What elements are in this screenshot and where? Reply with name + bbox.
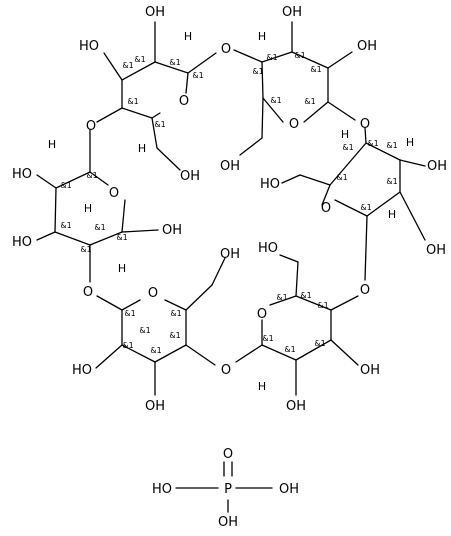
stereo-mark-label: &1 [317, 301, 328, 310]
hydroxyl-label: OH [282, 5, 302, 20]
stereo-mark-label: &1 [80, 245, 91, 254]
stereo-mark-label: &1 [284, 345, 295, 354]
hydroxyl-label: HO [12, 167, 32, 182]
phosphate-hydroxyl-label: OH [279, 482, 299, 497]
hydroxyl-label: HO [12, 235, 32, 250]
hydroxyl-label: HO [79, 39, 99, 54]
hydroxyl-label: OH [145, 399, 165, 414]
hydroxyl-label: OH [426, 243, 446, 258]
hydroxyl-label: HO [260, 177, 280, 192]
glycosidic-oxygen-label: O [221, 42, 231, 57]
stereo-mark-label: &1 [294, 51, 305, 60]
hydroxyl-label: OH [357, 39, 377, 54]
hydroxyl-label: OH [180, 169, 200, 184]
hydrogen-label: H [406, 136, 414, 149]
stereo-mark-label: &1 [154, 120, 165, 129]
stereo-mark-label: &1 [386, 141, 397, 150]
hydrogen-label: H [388, 208, 396, 221]
stereo-mark-label: &1 [122, 341, 133, 350]
hydrogen-label: H [138, 142, 146, 155]
stereo-mark-label: &1 [170, 309, 181, 318]
stereo-mark-label: &1 [360, 203, 371, 212]
stereo-mark-label: &1 [367, 139, 378, 148]
stereo-mark-label: &1 [139, 326, 150, 335]
stereo-mark-label: &1 [127, 97, 138, 106]
stereo-mark-label: &1 [116, 233, 127, 242]
atom-labels: OH HO O O OH H H O OH OH O OH H H O OH O… [12, 5, 447, 530]
hydroxyl-label: OH [220, 159, 240, 174]
stereo-mark-label: &1 [266, 53, 277, 62]
hydrogen-label: H [118, 262, 126, 275]
stereo-mark-label: &1 [169, 58, 180, 67]
hydrogen-label: H [184, 30, 192, 43]
hydrogen-label: H [258, 30, 266, 43]
bond-lines [36, 21, 426, 513]
ring-oxygen-label: O [257, 307, 267, 322]
stereo-mark-label: &1 [300, 291, 311, 300]
hydrogen-label: H [258, 380, 266, 393]
stereo-mark-label: &1 [60, 181, 71, 190]
hydroxyl-label: OH [360, 363, 380, 378]
stereo-mark-label: &1 [150, 346, 161, 355]
stereo-mark-label: &1 [252, 67, 263, 76]
phosphorus-label: P [224, 482, 232, 497]
hydrogen-label: H [341, 128, 349, 141]
hydroxyl-label: OH [162, 223, 182, 238]
stereo-mark-label: &1 [310, 65, 321, 74]
hydrogen-label: H [84, 202, 92, 215]
stereo-mark-label: &1 [122, 61, 133, 70]
ring-oxygen-label: O [321, 201, 331, 216]
stereo-mark-label: &1 [304, 97, 315, 106]
glycosidic-oxygen-label: O [221, 363, 231, 378]
glycosidic-oxygen-label: O [83, 285, 93, 300]
hydroxyl-label: OH [286, 399, 306, 414]
stereo-mark-label: &1 [262, 334, 273, 343]
glycosidic-oxygen-label: O [360, 117, 370, 132]
hydroxyl-label: OH [220, 247, 240, 262]
hydrogen-label: H [48, 138, 56, 151]
stereo-mark-label: &1 [386, 177, 397, 186]
hydroxyl-label: OH [427, 159, 447, 174]
phosphate-hydroxyl-label: HO [152, 482, 172, 497]
stereo-mark-label: &1 [192, 71, 203, 80]
stereo-mark-label: &1 [342, 143, 353, 152]
stereo-mark-label: &1 [314, 339, 325, 348]
stereo-mark-label: &1 [86, 171, 97, 180]
phosphate-oxo-label: O [223, 447, 233, 462]
hydroxyl-label: HO [258, 241, 278, 256]
ring-oxygen-label: O [148, 286, 158, 301]
stereo-mark-label: &1 [134, 55, 145, 64]
stereo-mark-label: &1 [336, 173, 347, 182]
ring-oxygen-label: O [86, 119, 96, 134]
stereo-mark-label: &1 [276, 293, 287, 302]
ring-oxygen-label: O [289, 117, 299, 132]
glycosidic-oxygen-label: O [360, 283, 370, 298]
stereo-mark-label: &1 [60, 221, 71, 230]
ring-oxygen-label: O [179, 94, 189, 109]
hydroxyl-label: HO [72, 363, 92, 378]
stereo-marks: &1&1&1&1&1&1&1&1&1&1&1&1&1&1&1&1&1&1&1&1… [60, 51, 397, 355]
stereo-mark-label: &1 [94, 223, 105, 232]
stereo-mark-label: &1 [270, 96, 281, 105]
stereo-mark-label: &1 [169, 331, 180, 340]
ring-oxygen-label: O [109, 186, 119, 201]
hydroxyl-label: OH [145, 5, 165, 20]
stereo-mark-label: &1 [124, 309, 135, 318]
phosphate-hydroxyl-label: OH [218, 515, 238, 530]
